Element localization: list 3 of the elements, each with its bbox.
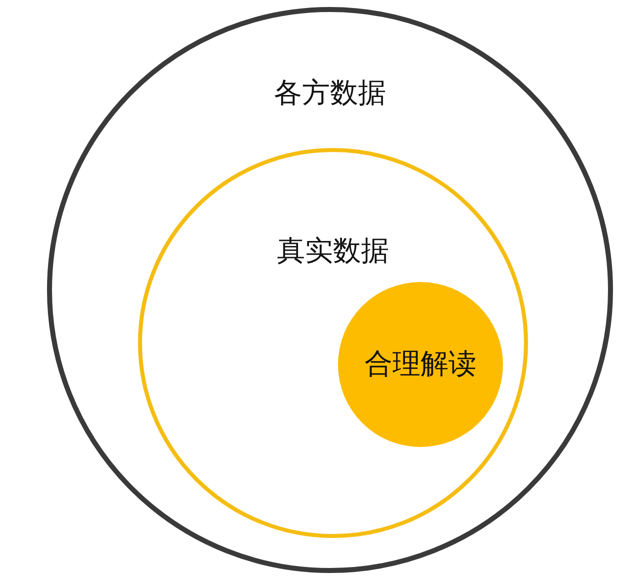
circle-label: 真实数据 (276, 233, 390, 269)
circle-label: 合理解读 (364, 346, 478, 382)
circle-label: 各方数据 (273, 75, 387, 111)
